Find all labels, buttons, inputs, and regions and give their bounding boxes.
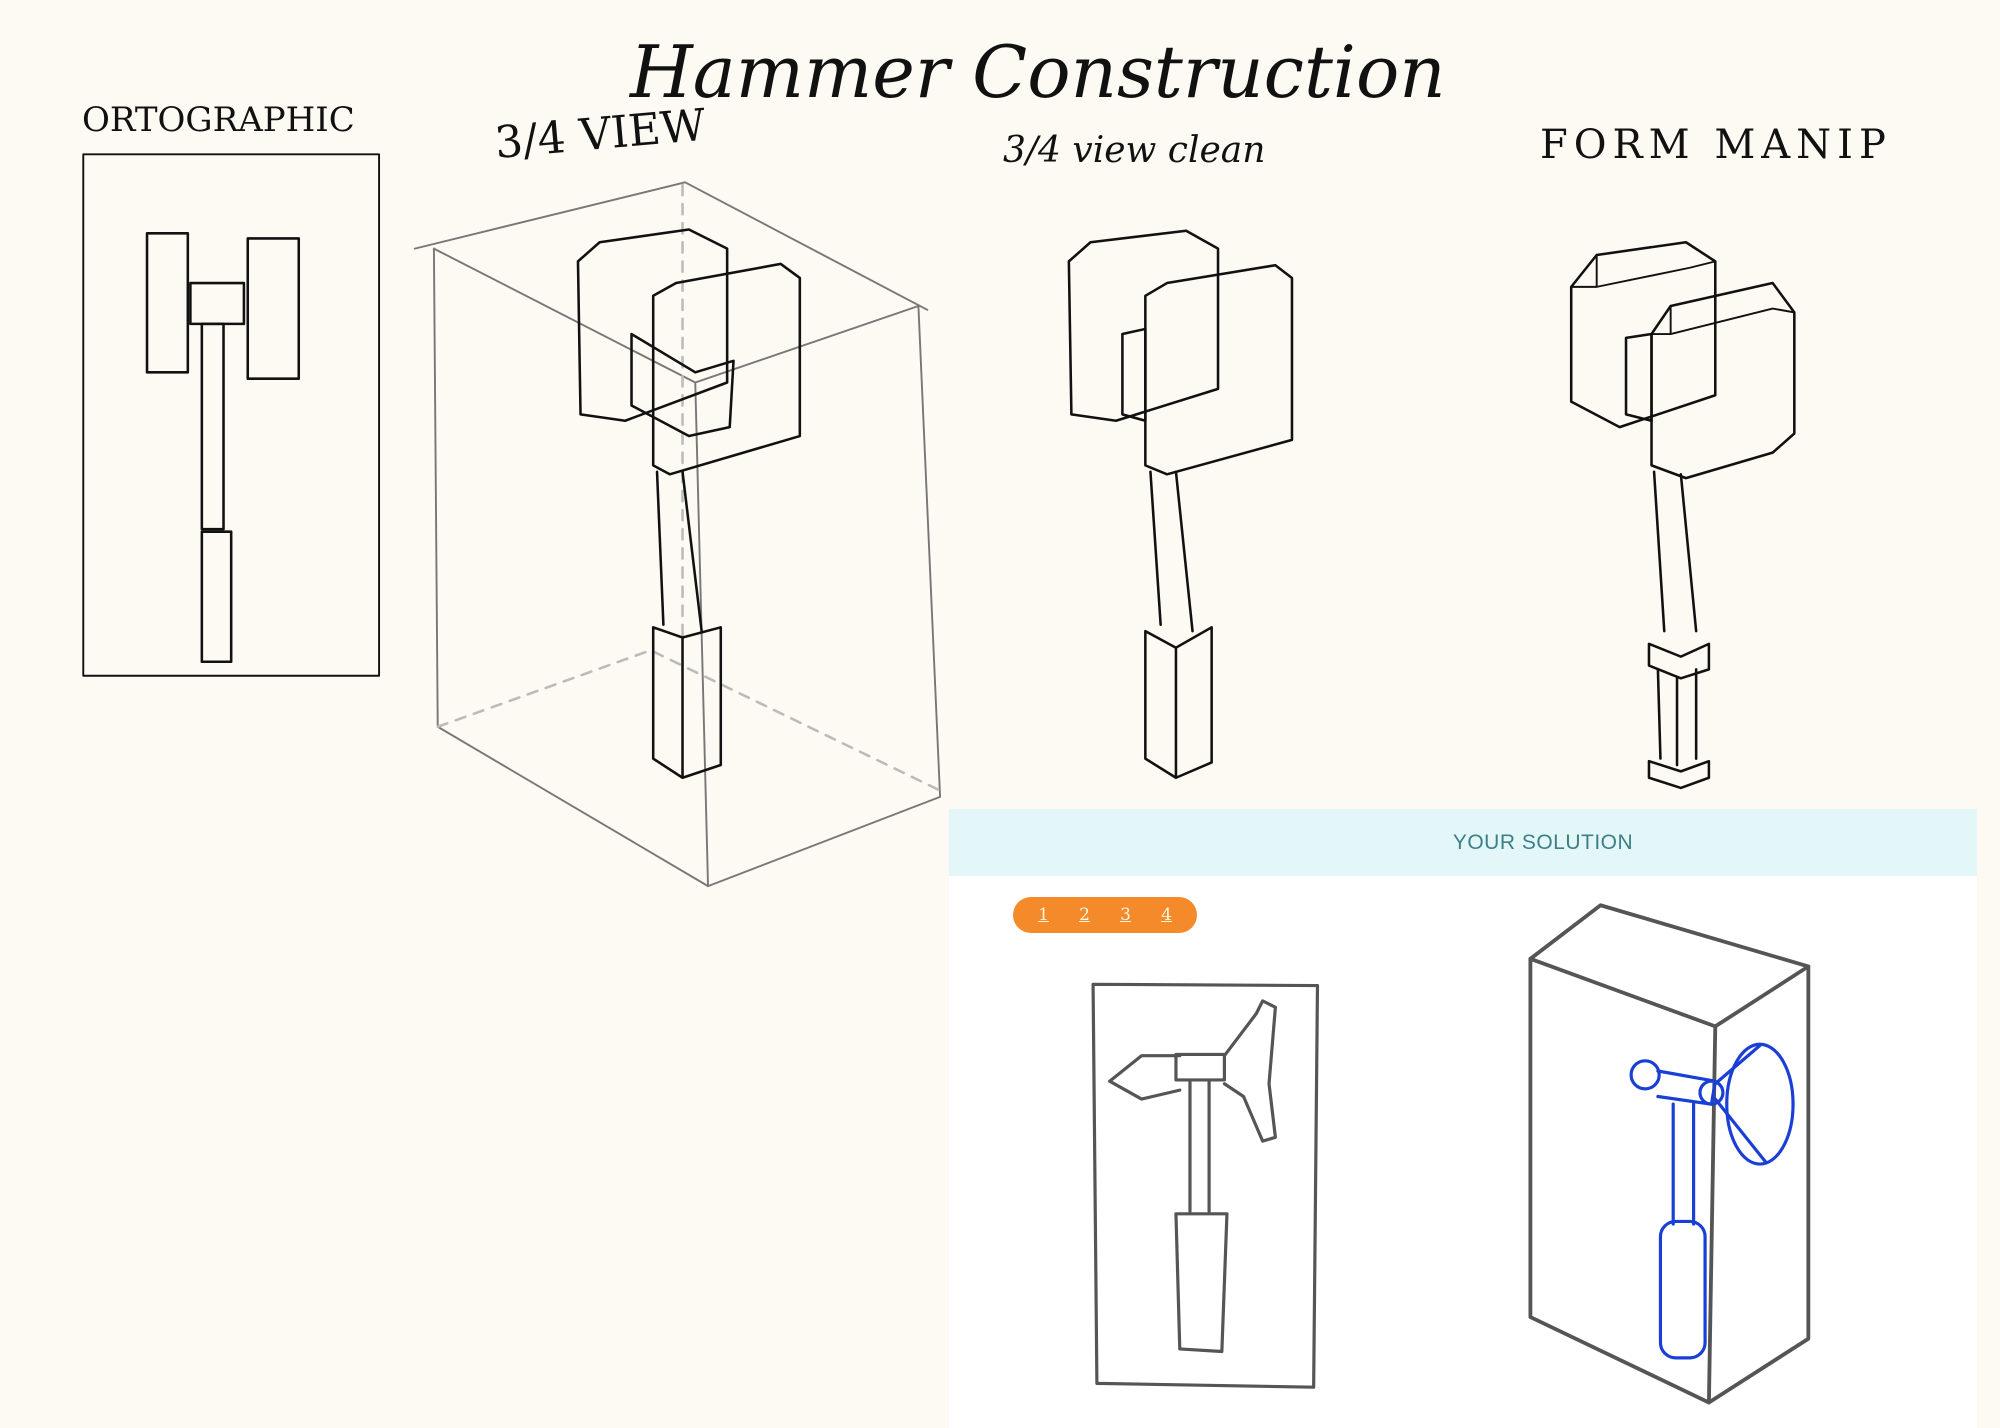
solution-header: YOUR SOLUTION bbox=[949, 809, 1977, 876]
solution-header-title: YOUR SOLUTION bbox=[1452, 830, 1634, 854]
form-manip-drawing bbox=[1569, 240, 1796, 790]
label-orthographic: ORTOGRAPHIC bbox=[82, 100, 355, 140]
label-form-manip: FORM MANIP bbox=[1540, 122, 1892, 168]
label-three-quarter-clean: 3/4 view clean bbox=[1003, 130, 1266, 171]
solution-panel: YOUR SOLUTION 1 2 3 4 bbox=[949, 809, 1977, 1428]
page-selector: 1 2 3 4 bbox=[1013, 897, 1197, 933]
canvas-title: Hammer Construction bbox=[630, 30, 1446, 114]
page-link-2[interactable]: 2 bbox=[1079, 905, 1090, 925]
three-quarter-clean-drawing bbox=[1067, 229, 1294, 780]
page-link-3[interactable]: 3 bbox=[1120, 905, 1131, 925]
page-link-4[interactable]: 4 bbox=[1161, 905, 1172, 925]
orthographic-drawing bbox=[82, 153, 381, 677]
page-link-1[interactable]: 1 bbox=[1038, 905, 1049, 925]
three-quarter-drawing bbox=[413, 181, 942, 888]
